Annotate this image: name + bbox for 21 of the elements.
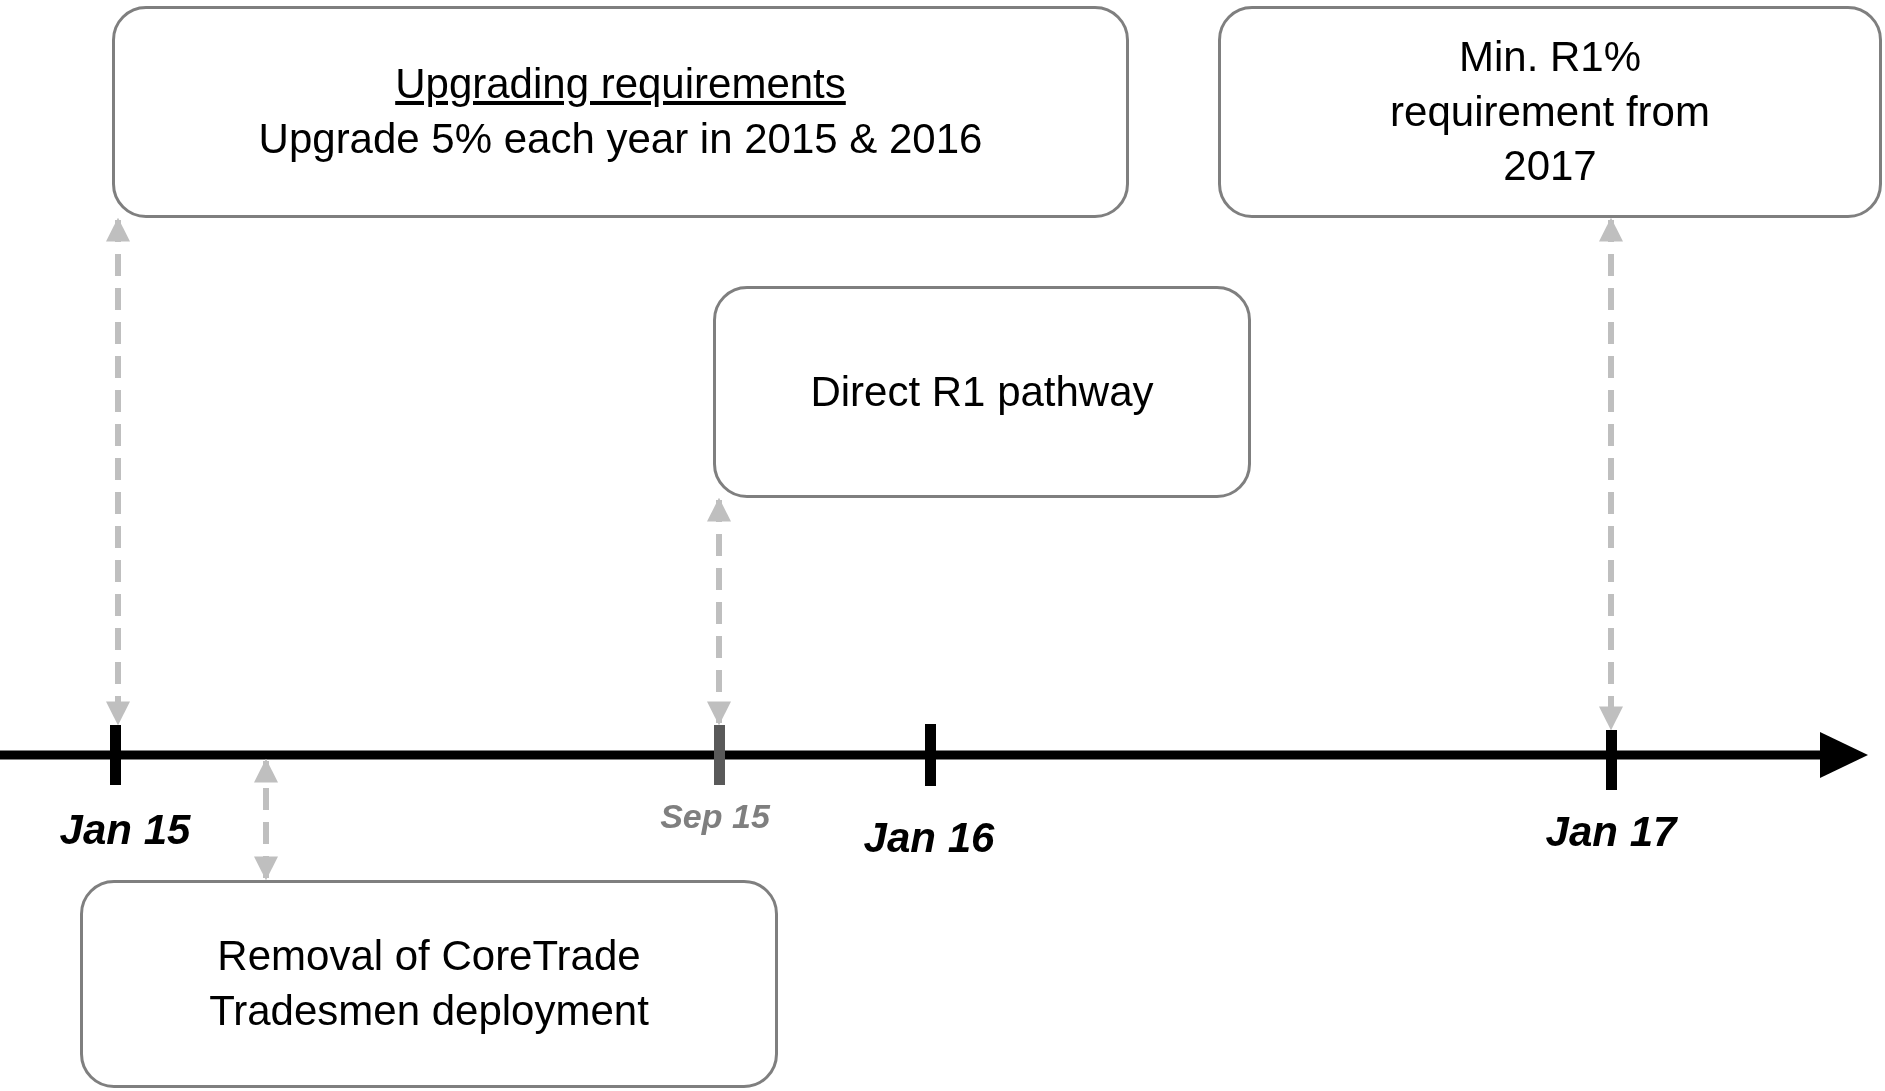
dashed-arrow [106,217,130,726]
tick-mark [714,725,725,785]
tick-mark [925,724,936,786]
event-box [80,880,778,1088]
dashed-arrow [1599,217,1623,731]
box-heading: Upgrading requirements [395,59,846,110]
dashed-arrow [707,497,731,726]
event-box [1218,6,1882,218]
dashed-arrow [254,758,278,881]
date-label: Jan 17 [1545,808,1677,856]
date-label: Jan 15 [59,806,191,854]
box-text: Min. R1% requirement from 2017 [1389,32,1711,192]
event-box [112,6,1129,218]
box-text: Direct R1 pathway [810,366,1154,417]
box-text: Removal of CoreTrade Tradesmen deployment [208,931,650,1036]
date-label: Jan 16 [863,814,995,862]
tick-mark [110,725,121,785]
date-label: Sep 15 [660,797,770,836]
box-text: Upgrade 5% each year in 2015 & 2016 [258,114,983,164]
event-box [713,286,1251,498]
tick-mark [1606,730,1617,790]
